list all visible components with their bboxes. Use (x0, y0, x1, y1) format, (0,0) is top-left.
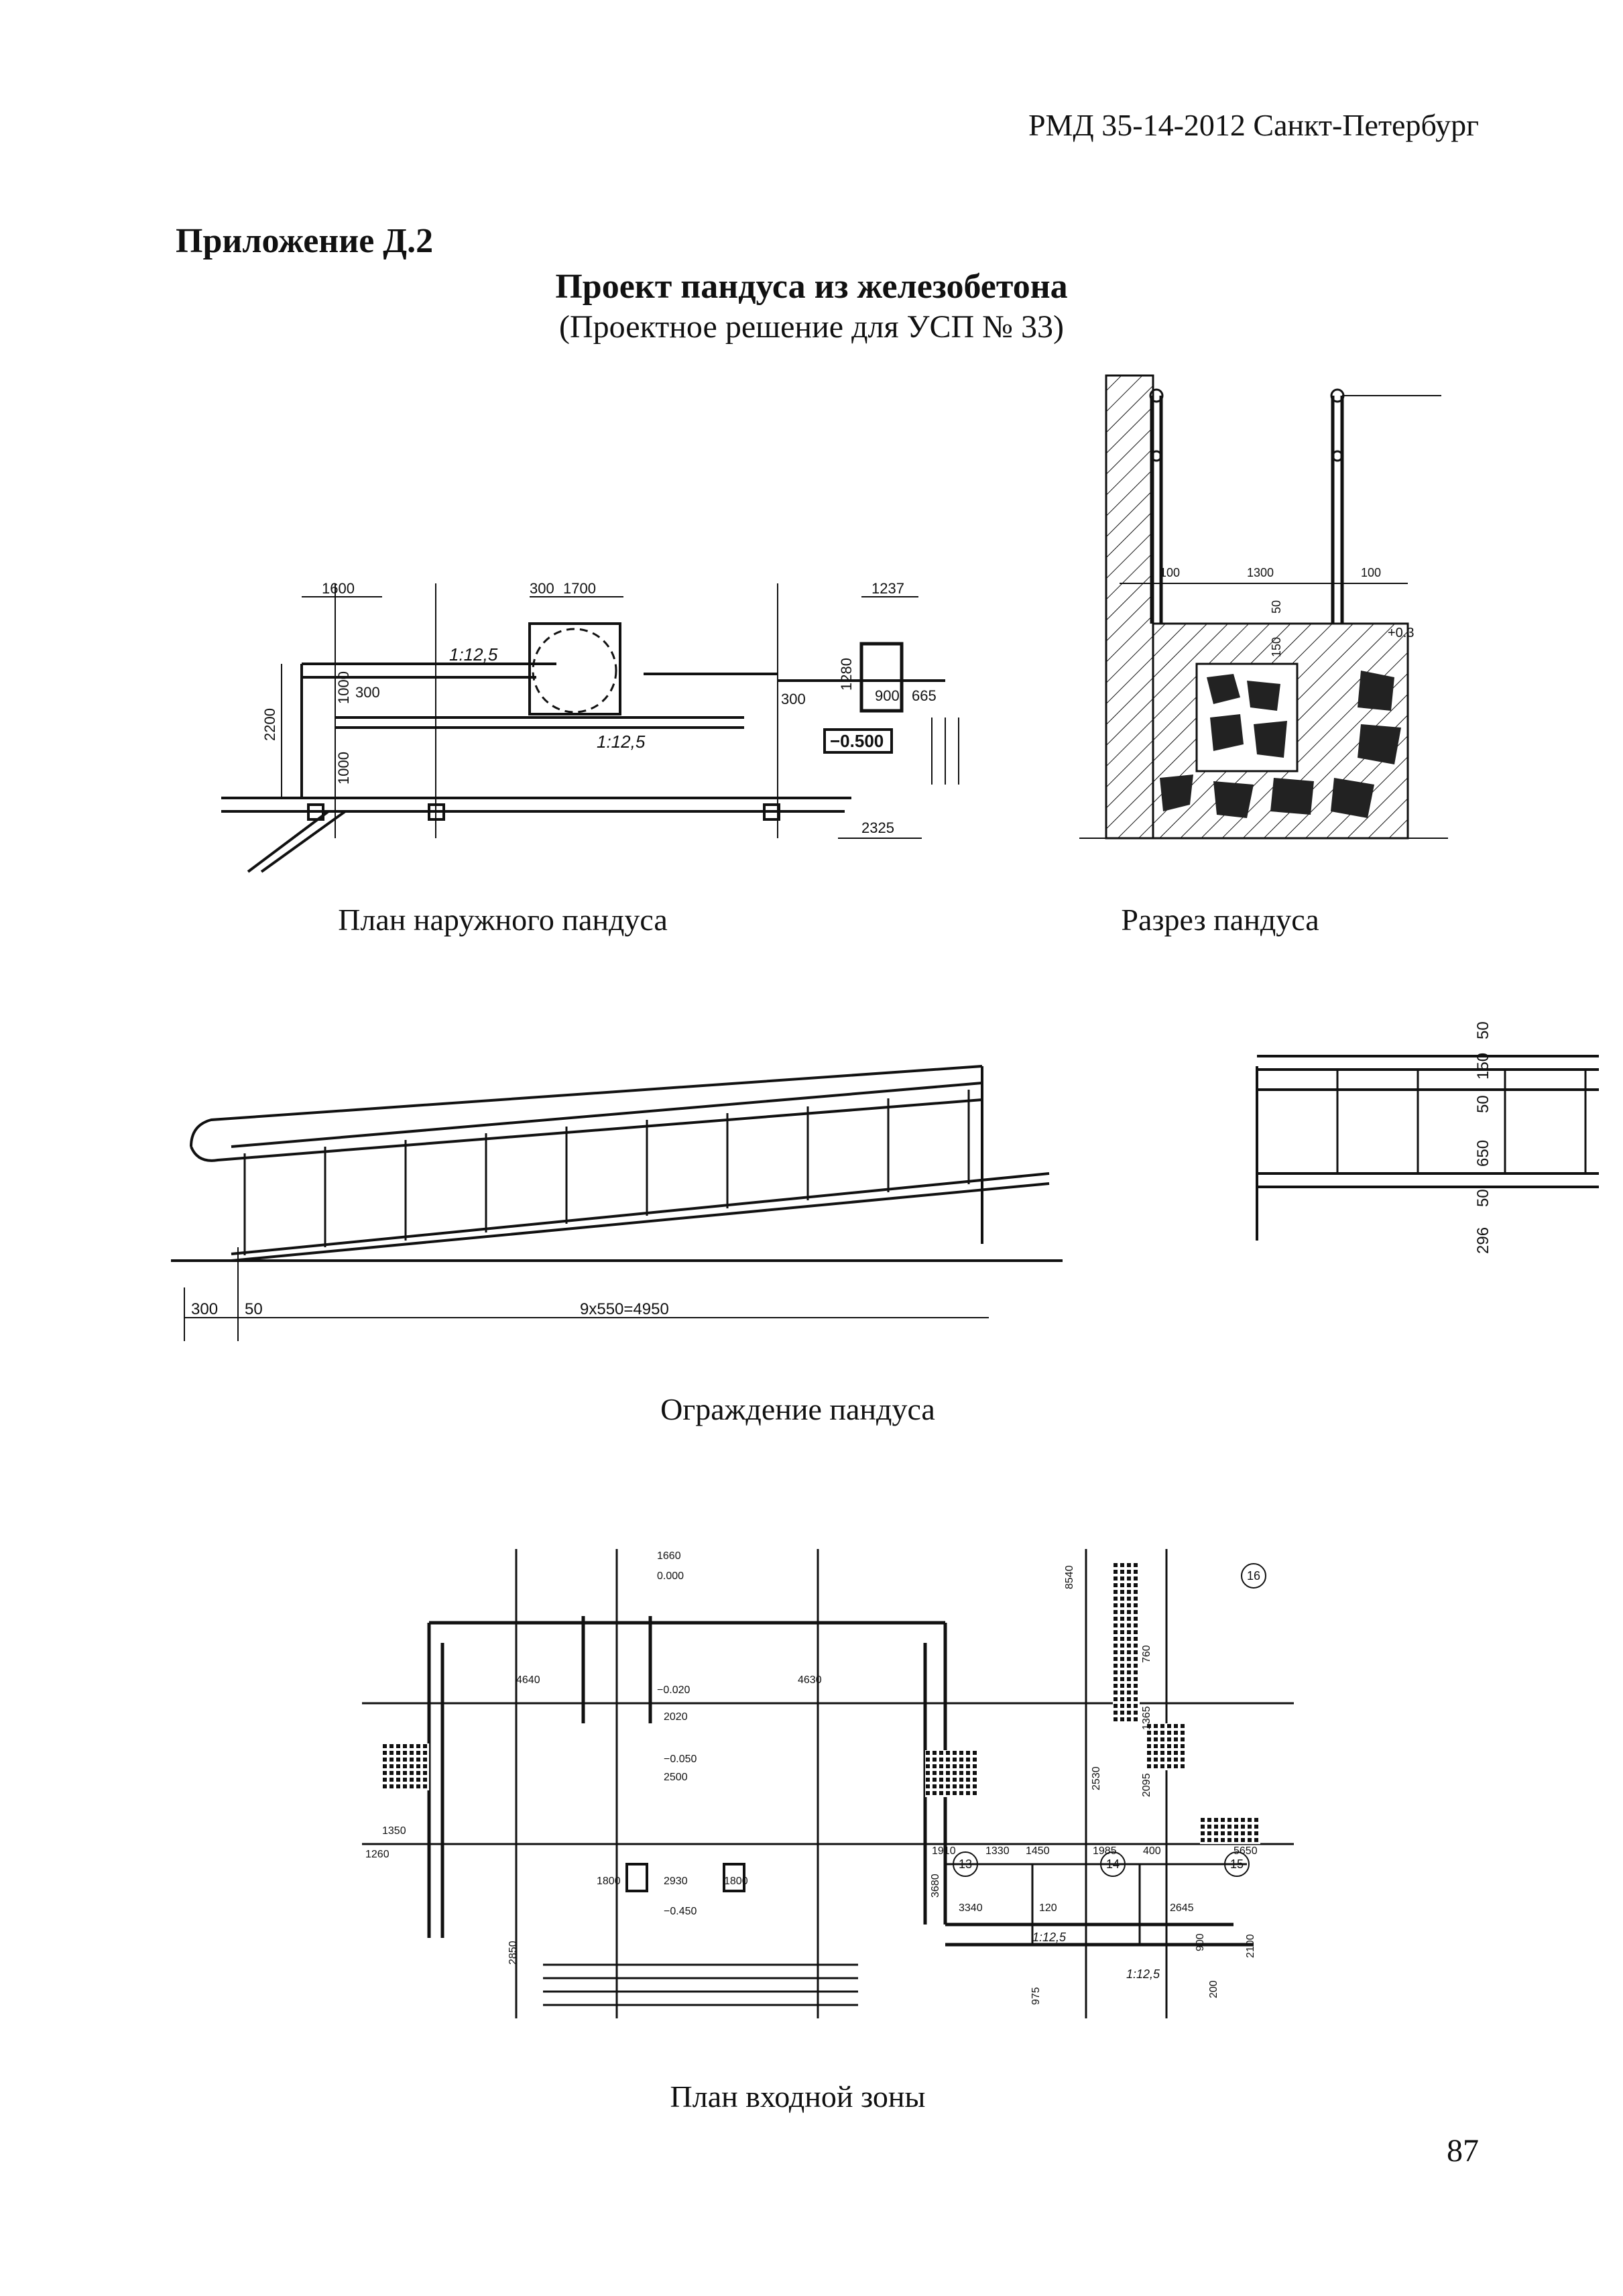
entrance-dim: 5650 (1234, 1845, 1258, 1857)
plan-slope: 1:12,5 (449, 644, 498, 665)
entrance-axis: 16 (1247, 1569, 1260, 1583)
railing-side-dim: 650 (1474, 1140, 1492, 1167)
entrance-slope: 1:12,5 (1032, 1931, 1067, 1944)
railing-caption: Ограждение пандуса (660, 1392, 935, 1426)
entrance-dim: 1450 (1026, 1845, 1050, 1857)
entrance-axis: 15 (1230, 1857, 1244, 1871)
entrance-dim: 1910 (932, 1845, 956, 1857)
entrance-slope: 1:12,5 (1126, 1967, 1160, 1981)
plan-level-mark: −0.500 (830, 731, 884, 751)
plan-dim: 300 (355, 684, 380, 701)
entrance-dim: 4640 (516, 1674, 540, 1686)
entrance-dim: 3680 (930, 1874, 941, 1898)
railing-side-dim: 50 (1474, 1021, 1492, 1039)
plan-dim: 1237 (871, 580, 904, 597)
ramp-section-drawing: 100 1300 100 50 150 +0.3 (1079, 374, 1448, 840)
plan-dim: 1600 (322, 580, 355, 597)
entrance-level: −0.020 (657, 1684, 690, 1696)
railing-side-dim: 150 (1474, 1053, 1492, 1080)
entrance-dim: 1660 (657, 1550, 681, 1562)
entrance-dim: 2930 (664, 1876, 688, 1887)
entrance-dim: 2500 (664, 1772, 688, 1783)
entrance-dim: 1350 (382, 1825, 406, 1837)
entrance-level: −0.450 (664, 1906, 697, 1917)
railing-dim: 50 (245, 1300, 263, 1318)
plan-dim: 900 (875, 687, 900, 704)
entrance-dim: 900 (1195, 1933, 1206, 1951)
entrance-axis: 14 (1106, 1857, 1120, 1871)
entrance-dim: 1330 (985, 1845, 1010, 1857)
plan-dim: 300 (781, 691, 806, 707)
plan-dim: 2200 (261, 708, 278, 741)
entrance-dim: 8540 (1064, 1565, 1075, 1589)
section-dim: 100 (1361, 566, 1381, 579)
section-dim: 100 (1160, 566, 1180, 579)
entrance-level: −0.050 (664, 1754, 697, 1765)
plan-dim: 665 (912, 687, 937, 704)
railing-dim: 300 (191, 1300, 218, 1318)
entrance-dim: 1260 (365, 1849, 389, 1860)
page-number: 87 (1447, 2133, 1479, 2169)
entrance-dim: 975 (1030, 1987, 1042, 2005)
entrance-dim: 400 (1143, 1845, 1161, 1857)
entrance-caption: План входной зоны (670, 2079, 926, 2114)
entrance-dim: 2530 (1091, 1766, 1102, 1790)
entrance-dim: 120 (1039, 1902, 1057, 1914)
plan-dim: 1000 (335, 752, 352, 785)
entrance-axis: 13 (959, 1857, 972, 1871)
section-caption: Разрез пандуса (1121, 903, 1319, 937)
entrance-dim: 2100 (1245, 1934, 1256, 1958)
entrance-dim: 3340 (959, 1902, 983, 1914)
entrance-level: 0.000 (657, 1570, 684, 1582)
entrance-plan-drawing: 1660 4640 4630 2020 2500 1350 1260 1800 … (362, 1549, 1294, 2018)
plan-dim: 300 (530, 580, 554, 597)
entrance-dim: 4630 (798, 1674, 822, 1686)
railing-side-dim: 296 (1474, 1227, 1492, 1254)
plan-dim: 1700 (563, 580, 596, 597)
entrance-dim: 1800 (724, 1876, 748, 1887)
document-header: РМД 35-14-2012 Санкт-Петербург (1028, 108, 1479, 142)
entrance-dim: 1365 (1141, 1706, 1152, 1730)
page-subtitle: (Проектное решение для УСП № 33) (559, 309, 1064, 345)
section-dim: 50 (1270, 600, 1283, 614)
section-dim: 1300 (1247, 566, 1274, 579)
plan-slope: 1:12,5 (597, 732, 646, 752)
railing-dim: 9x550=4950 (580, 1300, 669, 1318)
entrance-dim: 200 (1208, 1980, 1219, 1998)
railing-side-dim: 50 (1474, 1095, 1492, 1113)
railing-side-dims: 50 150 50 650 50 296 (1474, 1021, 1492, 1254)
plan-caption: План наружного пандуса (338, 903, 668, 937)
railing-side-dim: 50 (1474, 1189, 1492, 1207)
section-dim: 150 (1270, 637, 1283, 657)
page-title: Проект пандуса из железобетона (555, 268, 1068, 306)
entrance-dim: 760 (1141, 1645, 1152, 1663)
entrance-dim: 2645 (1170, 1902, 1194, 1914)
plan-dim: 1000 (335, 671, 352, 704)
entrance-dim: 2095 (1141, 1773, 1152, 1797)
entrance-dim: 1985 (1093, 1845, 1117, 1857)
entrance-dim: 2020 (664, 1711, 688, 1723)
plan-dim: 2325 (861, 819, 894, 836)
railing-drawing: 300 50 9x550=4950 (171, 1055, 1599, 1341)
section-level: +0.3 (1388, 626, 1414, 640)
entrance-dim: 1800 (597, 1876, 621, 1887)
entrance-dim: 2850 (507, 1941, 519, 1965)
plan-dim: 1280 (838, 658, 855, 691)
ramp-plan-drawing: 1600 300 1700 1237 2200 1000 1000 300 12… (221, 580, 959, 873)
appendix-label: Приложение Д.2 (176, 222, 434, 260)
